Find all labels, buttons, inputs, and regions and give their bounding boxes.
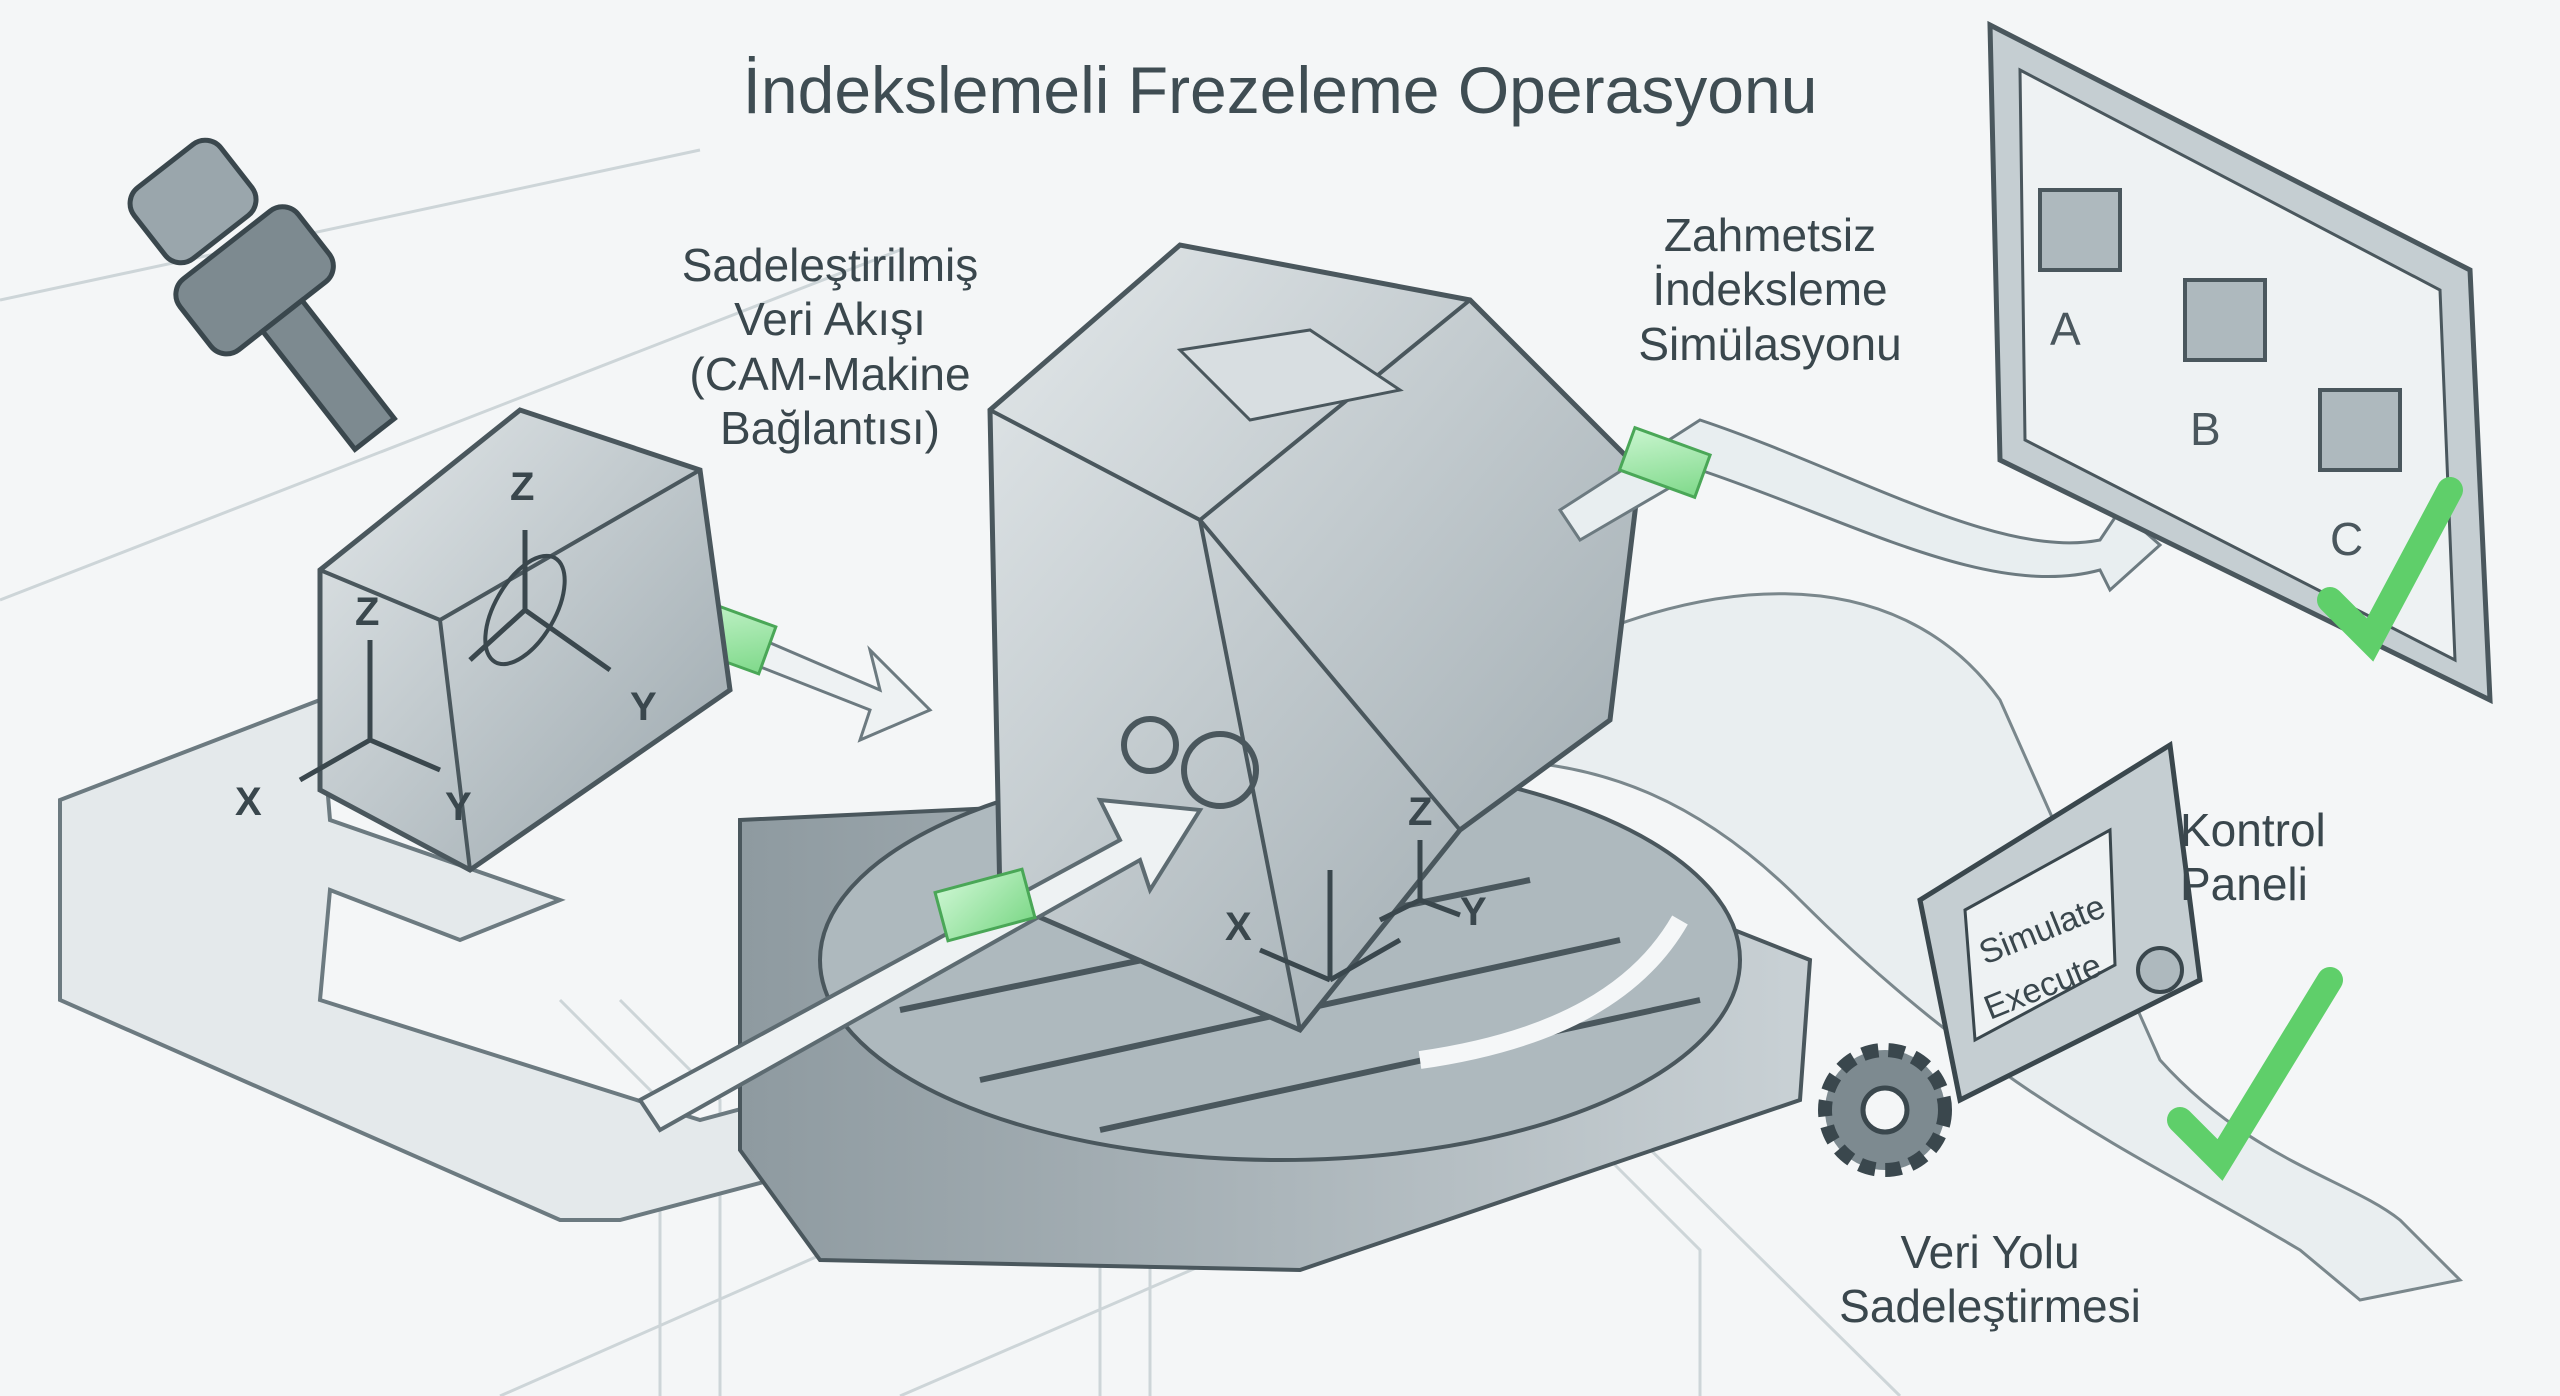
- monitor-step-a: A: [2050, 303, 2081, 355]
- label-line: Paneli: [2180, 858, 2308, 911]
- axis-z-label-main: Z: [1408, 790, 1432, 834]
- label-line: İndeksleme: [1652, 263, 1888, 316]
- axis-x-label-main: X: [1225, 905, 1252, 949]
- label-line: Veri Akışı: [734, 293, 926, 346]
- label-line: Bağlantısı): [720, 401, 940, 454]
- label-data-path: Veri Yolu Sadeleştirmesi: [1780, 1225, 2200, 1334]
- data-chip-right: [1617, 425, 1713, 500]
- control-panel: [1917, 740, 2203, 1104]
- label-data-flow: Sadeleştirilmiş Veri Akışı (CAM-Makine B…: [600, 238, 1060, 455]
- label-line: Sadeleştirilmiş: [681, 239, 979, 291]
- data-path-platform: [58, 697, 962, 1222]
- label-line: (CAM-Makine: [689, 347, 971, 400]
- data-flow-arrow-monitor: [1557, 418, 2163, 593]
- axis-y-label-left-2: Y: [630, 685, 657, 729]
- label-line: Simülasyonu: [1638, 317, 1902, 370]
- label-simulation: Zahmetsiz İndeksleme Simülasyonu: [1560, 208, 1980, 371]
- page-title: İndekslemeli Frezeleme Operasyonu: [742, 53, 1818, 127]
- monitor-step-c: C: [2330, 513, 2363, 565]
- label-control-panel: Kontrol Paneli: [2180, 803, 2440, 912]
- check-icon: [2317, 477, 2463, 662]
- axis-x-label-left: X: [235, 780, 262, 824]
- monitor-step-b: B: [2190, 403, 2221, 455]
- check-icon: [2167, 967, 2343, 1181]
- data-flow-arrow-main: [637, 797, 1204, 1133]
- gear-icon: [1121, 716, 1259, 809]
- gear-icon: [1818, 1043, 1952, 1177]
- left-workpiece: [298, 407, 733, 873]
- axis-z-label-left-2: Z: [510, 465, 534, 509]
- simulation-monitor: [1987, 20, 2493, 705]
- data-chip-main: [933, 867, 1037, 943]
- axis-z-label-left-1: Z: [355, 590, 379, 634]
- label-line: Zahmetsiz: [1663, 209, 1877, 261]
- axis-y-label-main: Y: [1460, 890, 1487, 934]
- label-line: Sadeleştirmesi: [1839, 1280, 2141, 1333]
- label-line: Veri Yolu: [1900, 1226, 2080, 1278]
- label-line: Kontrol: [2180, 804, 2326, 856]
- milling-tool-icon: [127, 137, 398, 453]
- axis-y-label-left-1: Y: [445, 785, 472, 829]
- main-axes: [1259, 840, 1461, 983]
